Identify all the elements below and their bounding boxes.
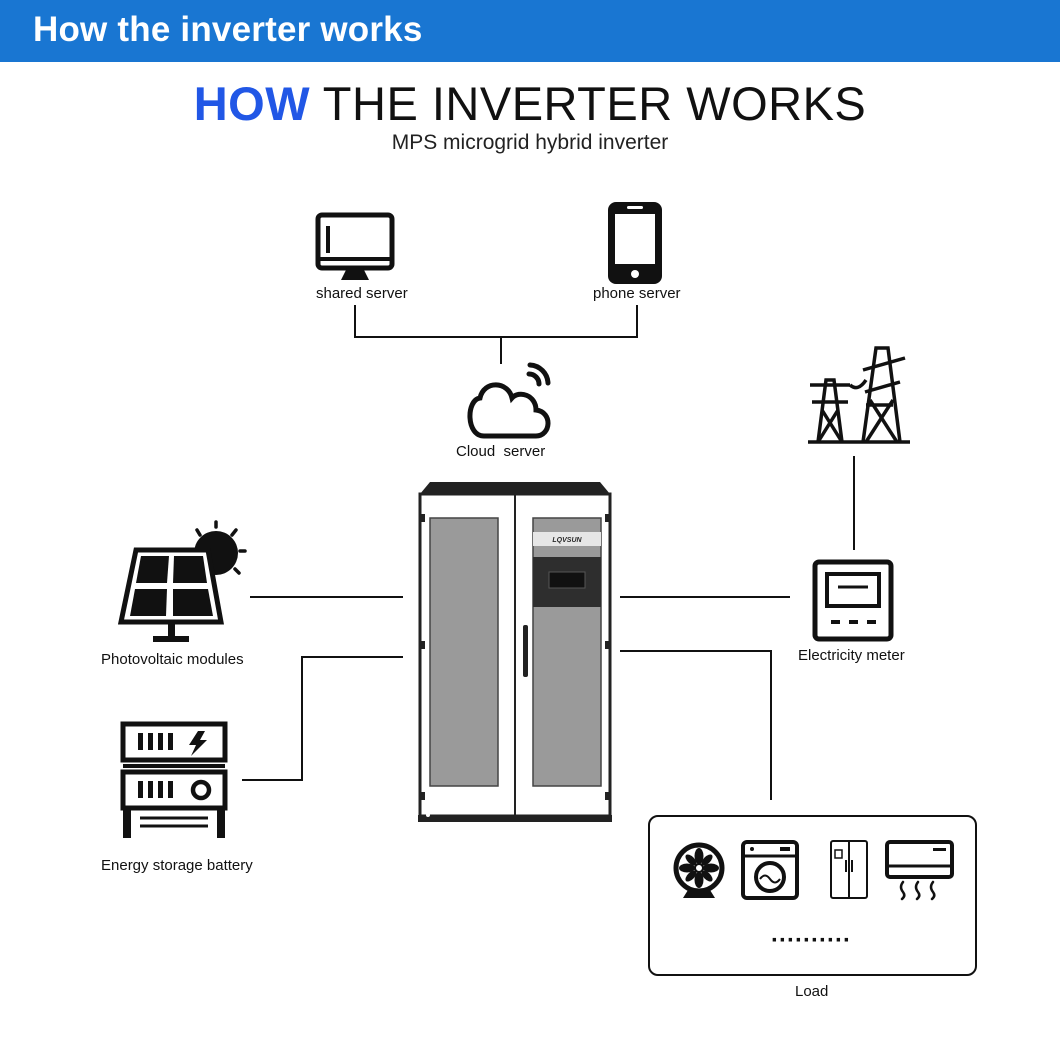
cloud-server-label: Cloud server (456, 443, 546, 460)
inverter-cabinet (418, 482, 612, 822)
load-box (648, 815, 977, 976)
battery-icon (120, 721, 228, 838)
air-conditioner-icon (885, 840, 954, 901)
electricity-meter-icon (812, 559, 894, 642)
refrigerator-icon (830, 840, 868, 899)
battery-label: Energy storage battery (101, 857, 253, 874)
cloud-icon (467, 362, 551, 439)
load-more-dots: ·········· (771, 927, 851, 954)
fan-icon (673, 842, 725, 898)
solar-panel-icon (117, 520, 247, 642)
tower-icon (808, 346, 910, 444)
cabinet-brand-label: LQVSUN (552, 537, 582, 544)
meter-label: Electricity meter (798, 647, 905, 664)
connector-lines (242, 305, 855, 800)
header-bar: How the inverter works (0, 0, 1060, 62)
phone-icon (608, 202, 662, 284)
phone-server-label: phone server (593, 285, 681, 302)
photovoltaic-label: Photovoltaic modules (101, 651, 244, 668)
monitor-icon (315, 212, 395, 280)
diagram-subtitle: MPS microgrid hybrid inverter (391, 131, 669, 154)
washing-machine-icon (741, 840, 799, 900)
load-label: Load (795, 983, 829, 1000)
header-title: How the inverter works (33, 10, 423, 49)
diagram-title: HOW THE INVERTER WORKS (0, 76, 1060, 131)
diagram-title-accent: HOW (193, 77, 311, 130)
load-connector (620, 650, 772, 800)
server-connector (354, 305, 638, 338)
shared-server-label: shared server (316, 285, 408, 302)
diagram-title-rest: THE INVERTER WORKS (310, 77, 867, 130)
battery-connector (242, 656, 403, 781)
